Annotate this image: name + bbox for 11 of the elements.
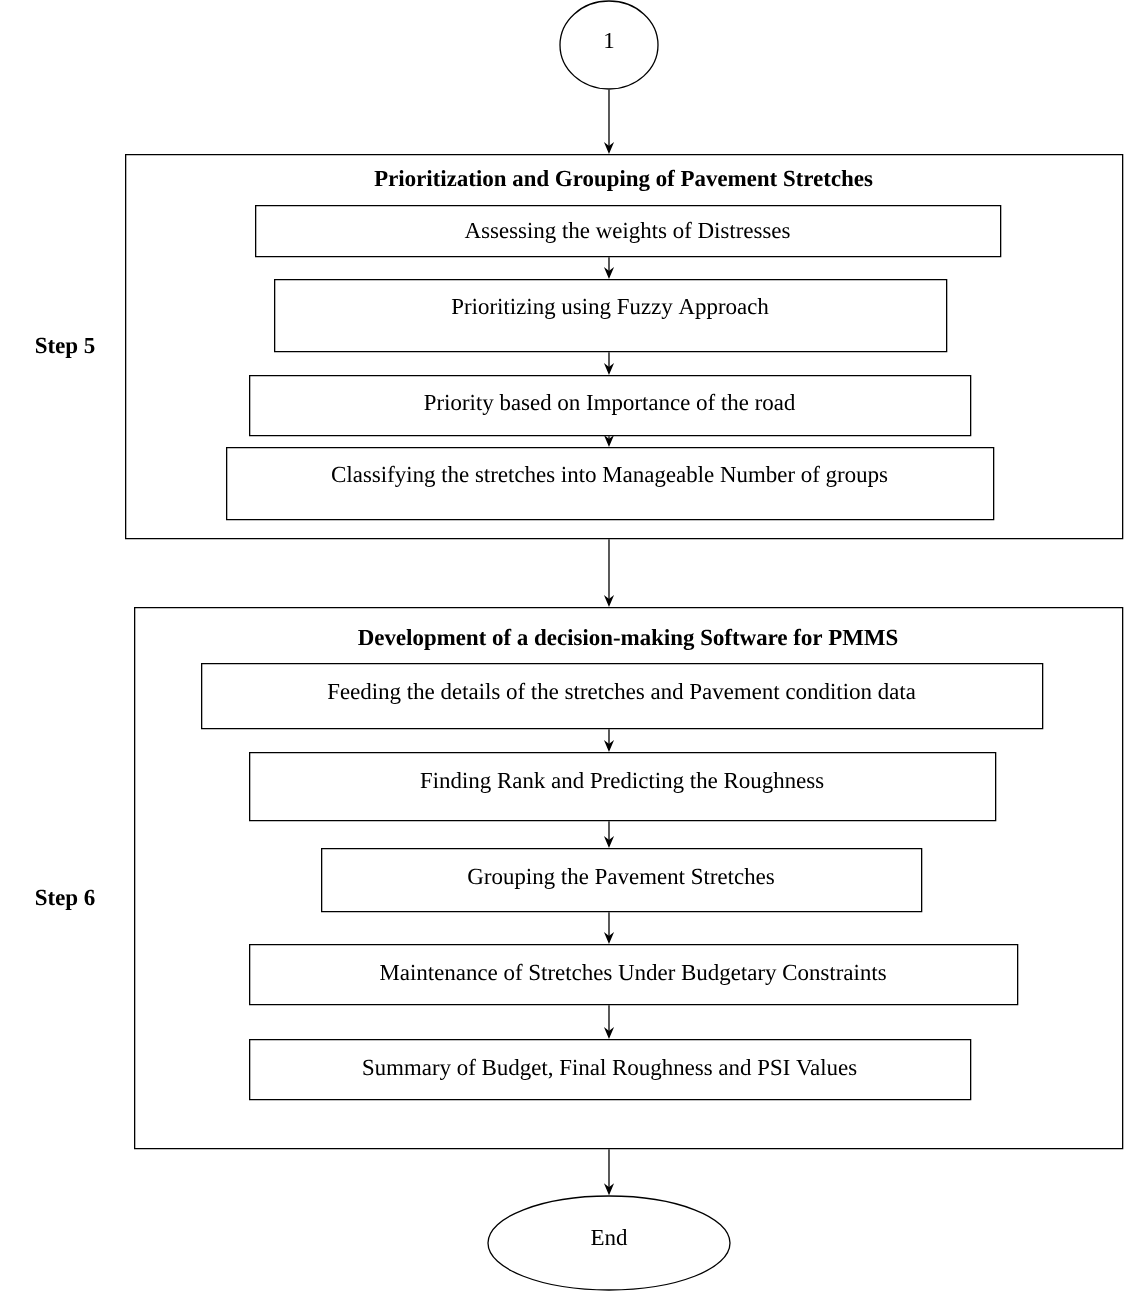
process-box: Prioritizing using Fuzzy Approach — [274, 279, 948, 353]
process-box: Grouping the Pavement Stretches — [321, 848, 923, 913]
process-box: Summary of Budget, Final Roughness and PSI Values — [249, 1039, 972, 1101]
process-box: Classifying the stretches into Manageable Number of groups — [226, 447, 995, 521]
process-box: Feeding the details of the stretches and Pavement condition data — [201, 663, 1044, 730]
process-box: Maintenance of Stretches Under Budgetary Constraints — [249, 944, 1019, 1006]
process-box: Priority based on Importance of the road — [249, 375, 972, 437]
step-label: Step 6 — [36, 889, 95, 910]
step-label: Step 5 — [36, 337, 95, 358]
process-box: Assessing the weights of Distresses — [255, 205, 1002, 258]
process-box: Finding Rank and Predicting the Roughness — [249, 752, 997, 822]
